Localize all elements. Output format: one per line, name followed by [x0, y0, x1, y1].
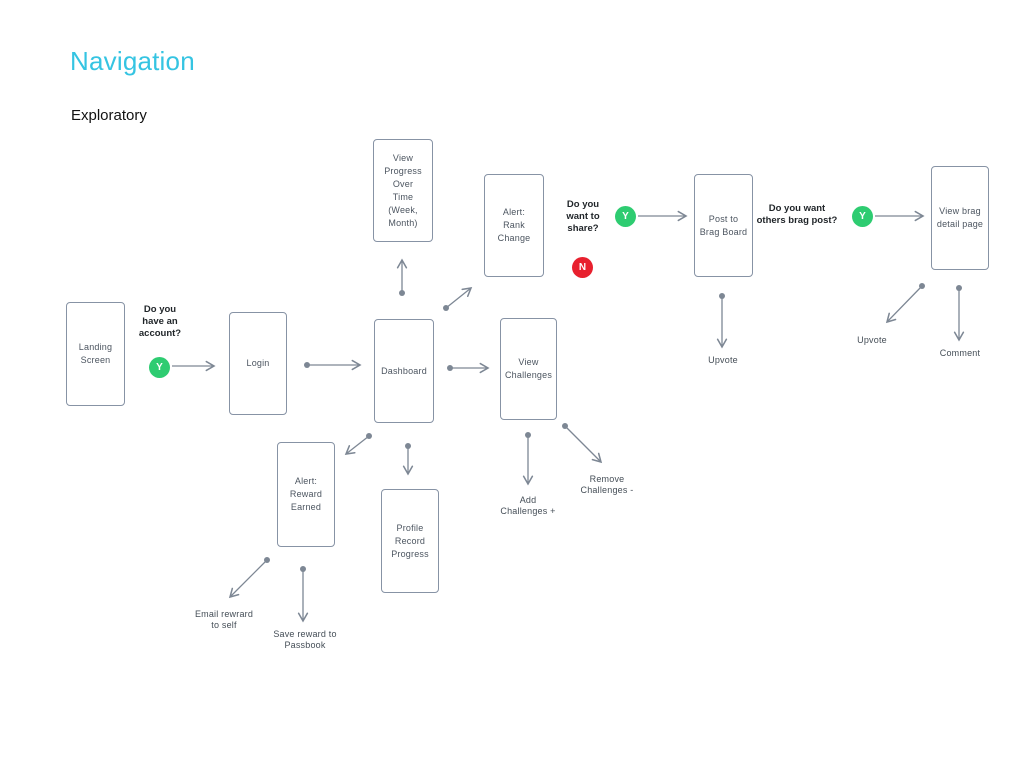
edge-label-upvote-board: Upvote: [708, 355, 738, 365]
arrow-view-challenges-to-remove: [562, 423, 603, 464]
node-view-challenges: View Challenges: [500, 318, 557, 420]
arrow-dashboard-to-alert-reward: [344, 433, 372, 455]
edge-label-upvote-detail: Upvote: [857, 335, 887, 345]
node-landing-screen: Landing Screen: [66, 302, 125, 406]
edge-label-save-reward: Save reward to Passbook: [273, 629, 337, 650]
arrow-brag-detail-to-upvote: [885, 283, 925, 324]
arrow-dashboard-to-alert-rank: [443, 287, 473, 311]
arrow-alert-reward-to-email: [228, 557, 270, 599]
decision-have-account-question: Do you have an account?: [138, 304, 182, 339]
edge-label-remove-challenges: Remove Challenges -: [580, 474, 634, 495]
edge-label-email-reward: Email rewrard to self: [194, 609, 254, 630]
node-profile-record-progress: Profile Record Progress: [381, 489, 439, 593]
node-login: Login: [229, 312, 287, 415]
slide-subtitle: Exploratory: [71, 107, 147, 124]
edge-label-add-challenges: Add Challenges +: [500, 495, 556, 516]
decision-want-to-share-question: Do you want to share?: [566, 199, 600, 234]
decision-others-brag-question: Do you want others brag post?: [756, 203, 838, 226]
node-view-brag-detail-page: View brag detail page: [931, 166, 989, 270]
node-alert-reward-earned: Alert: Reward Earned: [277, 442, 335, 547]
yes-badge-share: Y: [615, 206, 636, 227]
edge-label-comment: Comment: [939, 348, 981, 358]
yes-badge-account: Y: [149, 357, 170, 378]
node-post-to-brag-board: Post to Brag Board: [694, 174, 753, 277]
no-badge-share: N: [572, 257, 593, 278]
page-title: Navigation: [70, 46, 195, 76]
node-alert-rank-change: Alert: Rank Change: [484, 174, 544, 277]
node-dashboard: Dashboard: [374, 319, 434, 423]
yes-badge-others-brag: Y: [852, 206, 873, 227]
node-view-progress: View Progress Over Time (Week, Month): [373, 139, 433, 242]
